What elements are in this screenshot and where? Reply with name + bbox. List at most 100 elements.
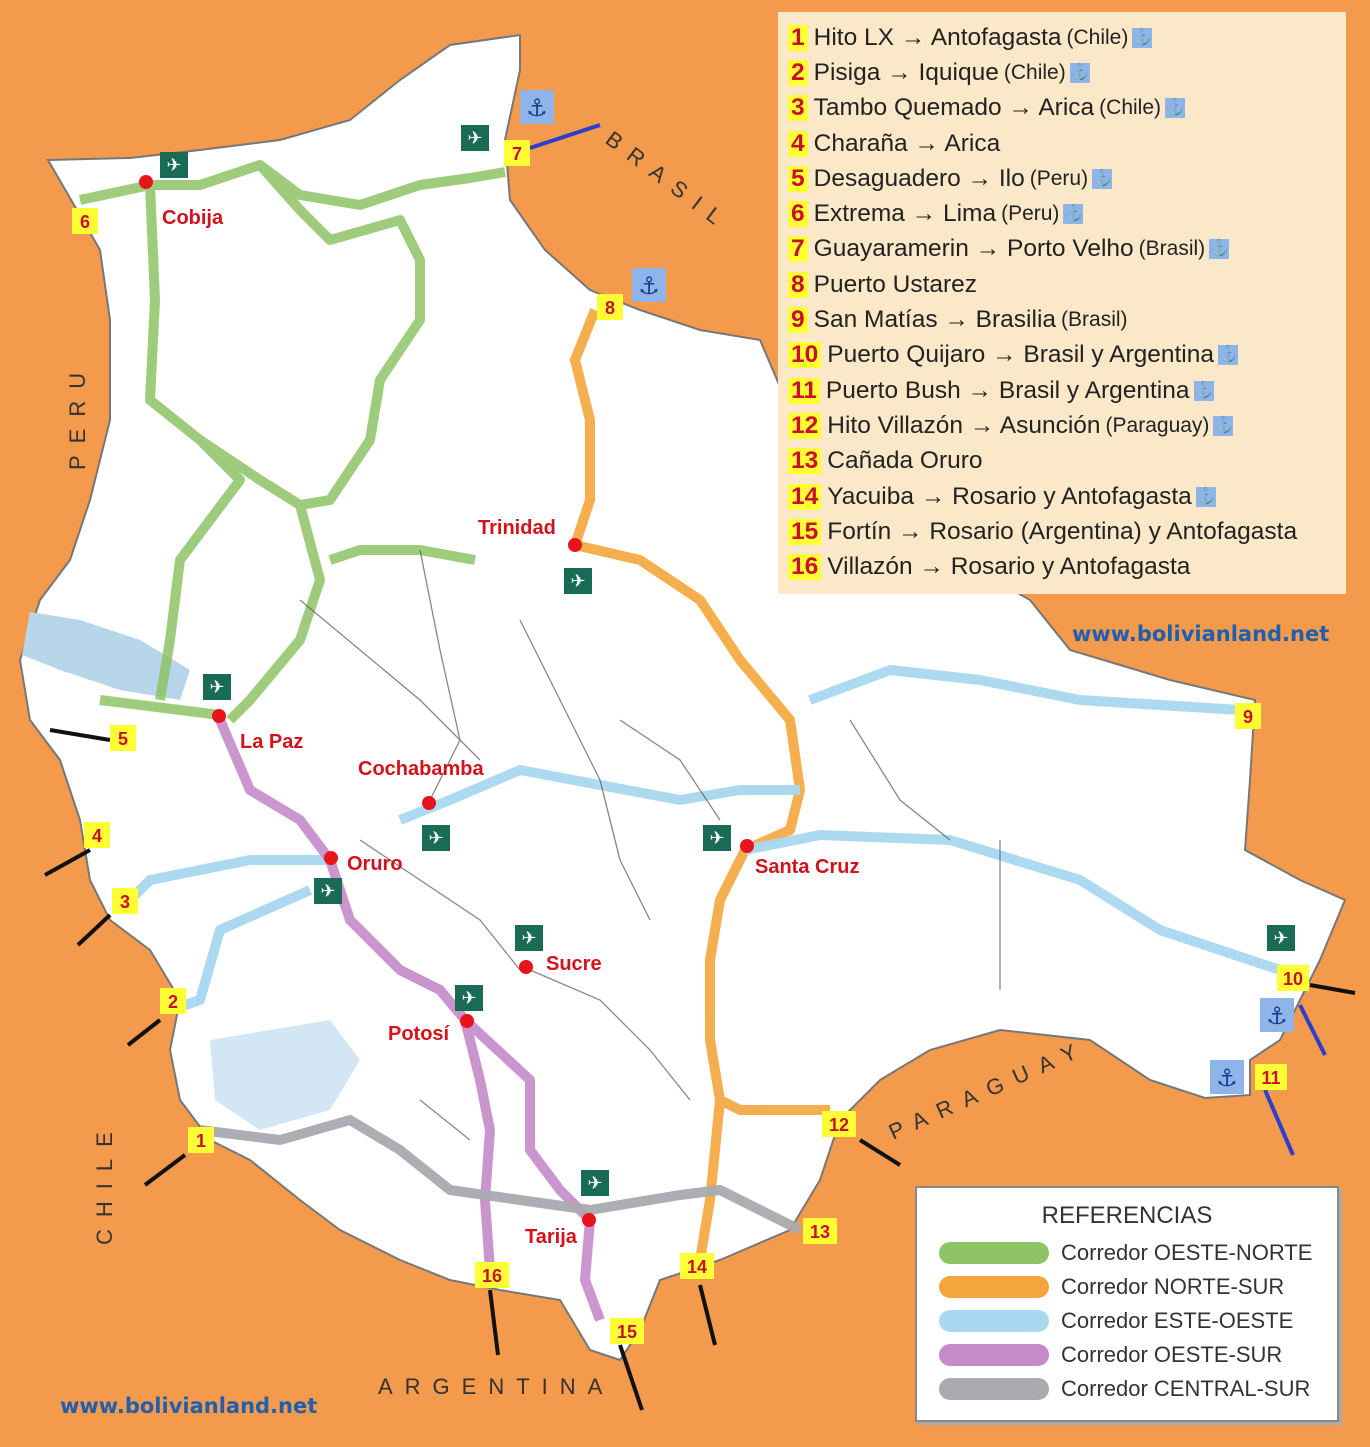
anchor-icon: ⚓ xyxy=(1260,998,1294,1032)
svg-text:✈: ✈ xyxy=(428,828,443,849)
route-country-note: (Peru) xyxy=(1001,202,1060,226)
route-country-note: (Brasil) xyxy=(1061,308,1128,332)
lake-titicaca xyxy=(22,612,190,700)
svg-text:2: 2 xyxy=(168,992,178,1012)
city-label-santacruz: Santa Cruz xyxy=(755,856,859,878)
svg-text:⚓: ⚓ xyxy=(638,272,660,300)
route-text: Villazón → Rosario y Antofagasta xyxy=(827,553,1191,581)
border-badges: 1 2 3 4 5 6 7 8 9 10 11 12 13 14 15 16 xyxy=(72,140,1309,1344)
route-text: Desaguadero → Ilo xyxy=(813,164,1025,192)
website-url-bottom: www.bolivianland.net xyxy=(60,1394,317,1418)
svg-text:✈: ✈ xyxy=(461,988,476,1009)
corridor-color-swatch xyxy=(939,1276,1049,1298)
svg-text:⚓: ⚓ xyxy=(1266,1002,1288,1030)
corridor-oeste-sur xyxy=(215,718,605,1322)
route-number-badge: 12 xyxy=(788,412,822,439)
airplane-icon: ✈ xyxy=(515,925,543,951)
route-country-note: (Paraguay) xyxy=(1105,413,1210,437)
city-label-tarija: Tarija xyxy=(525,1226,578,1248)
route-text: Pisiga → Iquique xyxy=(813,58,999,86)
svg-text:9: 9 xyxy=(1243,707,1253,727)
route-text: Puerto Ustarez xyxy=(813,270,978,298)
route-text: Puerto Bush → Brasil y Argentina xyxy=(825,376,1190,404)
route-text: Charaña → Arica xyxy=(813,129,1001,157)
svg-text:5: 5 xyxy=(118,729,128,749)
route-country-note: (Peru) xyxy=(1029,166,1089,190)
city-label-cochabamba: Cochabamba xyxy=(358,758,484,780)
corridor-color-swatch xyxy=(939,1378,1049,1400)
svg-text:✈: ✈ xyxy=(209,677,224,698)
route-number-badge: 4 xyxy=(788,130,808,157)
route-text: San Matías → Brasilia xyxy=(813,306,1057,334)
route-country-note: (Chile) xyxy=(1099,96,1162,120)
anchor-icon: ⚓ xyxy=(1213,415,1234,436)
city-dots xyxy=(139,175,754,1227)
country-label-argentina: ARGENTINA xyxy=(378,1374,614,1399)
svg-text:⚓: ⚓ xyxy=(526,94,548,122)
airplane-icon: ✈ xyxy=(703,825,731,851)
anchor-icon: ⚓ xyxy=(1063,204,1084,225)
anchor-icon: ⚓ xyxy=(1193,380,1214,401)
svg-text:6: 6 xyxy=(80,212,90,232)
svg-text:⚓: ⚓ xyxy=(1216,1064,1238,1092)
reference-item: Corredor OESTE-SUR xyxy=(917,1338,1337,1372)
corridor-color-swatch xyxy=(939,1242,1049,1264)
corridor-este-oeste xyxy=(126,665,1282,1015)
route-number-badge: 7 xyxy=(788,236,808,263)
corridor-label: Corredor OESTE-NORTE xyxy=(1061,1240,1313,1265)
corridor-label: Corredor ESTE-OESTE xyxy=(1061,1308,1294,1333)
corridor-color-swatch xyxy=(939,1310,1049,1332)
airplane-icon: ✈ xyxy=(160,152,188,178)
svg-text:✈: ✈ xyxy=(709,828,724,849)
city-label-potosi: Potosí xyxy=(388,1023,451,1045)
route-number-badge: 8 xyxy=(788,271,808,298)
airplane-icon: ✈ xyxy=(314,878,342,904)
route-text: Fortín → Rosario (Argentina) y Antofagas… xyxy=(827,517,1298,545)
route-text: Cañada Oruro xyxy=(827,447,983,475)
city-label-lapaz: La Paz xyxy=(240,731,303,753)
svg-text:✈: ✈ xyxy=(1273,928,1288,949)
airplane-icon: ✈ xyxy=(564,568,592,594)
export-arrows-black xyxy=(44,728,1356,1411)
route-number-badge: 2 xyxy=(788,59,808,86)
route-country-note: (Brasil) xyxy=(1138,237,1206,261)
svg-text:11: 11 xyxy=(1261,1068,1280,1088)
svg-text:✈: ✈ xyxy=(570,571,585,592)
airplane-icon: ✈ xyxy=(422,825,450,851)
city-label-trinidad: Trinidad xyxy=(478,517,556,539)
anchor-icon: ⚓ xyxy=(1218,345,1239,366)
reference-item: Corredor ESTE-OESTE xyxy=(917,1304,1337,1338)
port-icons: ⚓ ⚓ ⚓ ⚓ xyxy=(520,90,1294,1094)
reference-item: Corredor OESTE-NORTE xyxy=(917,1236,1337,1270)
export-arrows-blue xyxy=(529,123,1327,1156)
svg-text:✈: ✈ xyxy=(320,881,335,902)
route-text: Hito Villazón → Asunción xyxy=(827,411,1101,439)
corridor-label: Corredor CENTRAL-SUR xyxy=(1061,1376,1311,1401)
anchor-icon: ⚓ xyxy=(1195,486,1216,507)
route-number-badge: 11 xyxy=(788,377,820,404)
anchor-icon: ⚓ xyxy=(632,268,666,302)
route-country-note: (Chile) xyxy=(1066,25,1129,49)
route-number-badge: 16 xyxy=(788,554,822,581)
route-number-badge: 13 xyxy=(788,448,822,475)
airplane-icon: ✈ xyxy=(203,674,231,700)
svg-text:14: 14 xyxy=(687,1257,707,1277)
city-label-sucre: Sucre xyxy=(546,953,602,975)
airplane-icon: ✈ xyxy=(1267,925,1295,951)
country-label-peru: PERU xyxy=(65,361,90,470)
route-text: Hito LX → Antofagasta xyxy=(813,23,1062,51)
corridor-oeste-norte xyxy=(78,160,506,724)
